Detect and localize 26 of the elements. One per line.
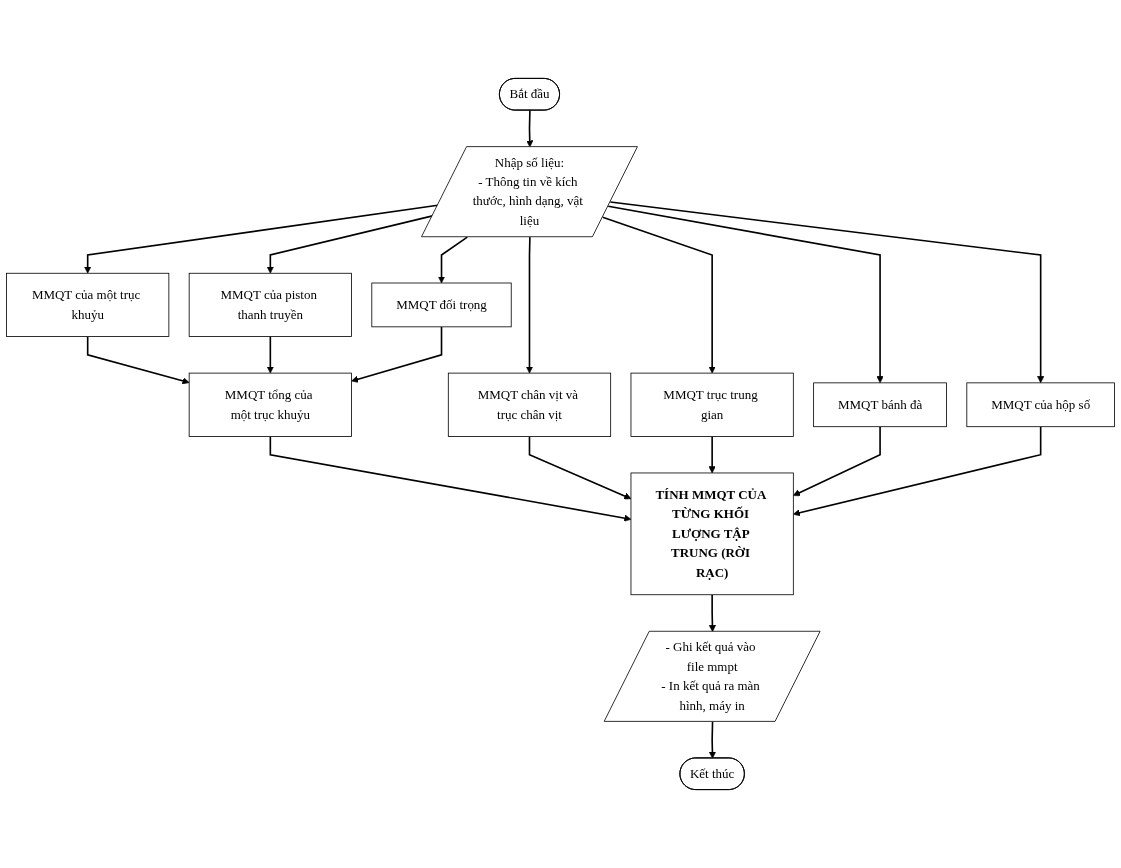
arrow bbox=[708, 721, 716, 759]
node-box: MMQT bánh đà bbox=[813, 382, 947, 428]
arrow bbox=[793, 425, 881, 497]
arrow bbox=[86, 335, 190, 385]
node-box: MMQT chân vịt và trục chân vịt bbox=[447, 372, 612, 437]
arrow bbox=[528, 435, 632, 500]
node-box: MMQT tổng của một trục khuỷu bbox=[188, 372, 352, 437]
arrow bbox=[793, 425, 1042, 517]
arrow bbox=[269, 435, 632, 522]
arrow bbox=[437, 236, 469, 284]
node-box: MMQT đối trọng bbox=[371, 282, 512, 328]
arrow bbox=[708, 593, 716, 632]
arrow bbox=[708, 435, 716, 474]
arrow bbox=[526, 109, 534, 148]
arrow bbox=[351, 326, 443, 383]
arrow bbox=[601, 216, 716, 374]
node-box: MMQT của một trục khuỷu bbox=[6, 272, 170, 337]
arrow bbox=[609, 201, 1045, 384]
arrow bbox=[84, 204, 439, 274]
node-box: MMQT của piston thanh truyền bbox=[188, 272, 352, 337]
node-box: MMQT trục trung gian bbox=[630, 372, 794, 437]
arrow bbox=[266, 335, 274, 374]
arrow bbox=[607, 205, 884, 384]
node-box: MMQT của hộp số bbox=[966, 382, 1115, 428]
node-box: TÍNH MMQT CỦA TỪNG KHỐI LƯỢNG TẬP TRUNG (RỜI RẠC) bbox=[630, 472, 794, 596]
arrow bbox=[525, 236, 534, 374]
